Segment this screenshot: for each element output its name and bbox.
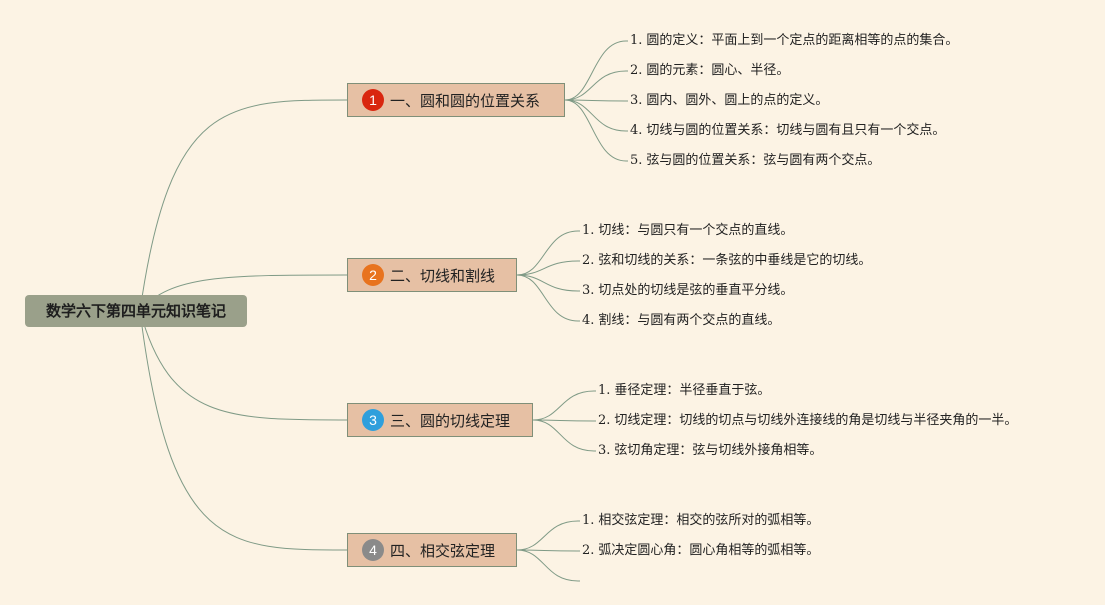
branch-topic-3[interactable]: 3 三、圆的切线定理: [347, 403, 533, 437]
root-title: 数学六下第四单元知识笔记: [45, 302, 226, 320]
leaf-text: 相交弦定理：相交的弦所对的弧相等。: [598, 513, 820, 528]
branch-title: 三、圆的切线定理: [390, 411, 511, 430]
leaf-number: 3.: [598, 443, 611, 458]
leaf-item[interactable]: 1.相交弦定理：相交的弦所对的弧相等。: [582, 511, 819, 531]
connector-line: [516, 549, 579, 552]
leaf-item[interactable]: 2.切线定理：切线的切点与切线外连接线的角是切线与半径夹角的一半。: [598, 411, 1017, 431]
connector-line: [564, 99, 627, 132]
leaf-item[interactable]: 5.弦与圆的位置关系：弦与圆有两个交点。: [630, 151, 880, 171]
leaf-text: 弦与圆的位置关系：弦与圆有两个交点。: [646, 153, 881, 168]
connector-line: [139, 99, 348, 312]
leaf-item[interactable]: 2.圆的元素：圆心、半径。: [630, 61, 789, 81]
connector-line: [516, 274, 579, 292]
leaf-number: 1.: [582, 513, 595, 528]
leaf-number: 1.: [598, 383, 611, 398]
leaf-number: 2.: [598, 413, 611, 428]
leaf-number: 3.: [630, 93, 643, 108]
leaf-item[interactable]: 4.割线：与圆有两个交点的直线。: [582, 311, 780, 331]
leaf-text: 弦和切线的关系：一条弦的中垂线是它的切线。: [598, 253, 872, 268]
connector-line: [564, 70, 627, 101]
leaf-number: 2.: [582, 543, 595, 558]
root-topic[interactable]: 数学六下第四单元知识笔记: [25, 295, 247, 327]
connector-line: [516, 260, 579, 276]
connector-line: [564, 40, 627, 101]
leaf-item[interactable]: 2.弧决定圆心角：圆心角相等的弧相等。: [582, 541, 819, 561]
connector-line: [564, 99, 627, 162]
leaf-item[interactable]: 3.圆内、圆外、圆上的点的定义。: [630, 91, 828, 111]
branch-title: 一、圆和圆的位置关系: [390, 91, 541, 110]
leaf-text: 切线与圆的位置关系：切线与圆有且只有一个交点。: [646, 123, 946, 138]
leaf-text: 圆的定义：平面上到一个定点的距离相等的点的集合。: [646, 33, 959, 48]
leaf-item[interactable]: 2.弦和切线的关系：一条弦的中垂线是它的切线。: [582, 251, 871, 271]
number-badge-icon: 3: [362, 409, 384, 431]
leaf-text: 圆内、圆外、圆上的点的定义。: [646, 93, 829, 108]
leaf-item[interactable]: 3.弦切角定理：弦与切线外接角相等。: [598, 441, 822, 461]
branch-title: 二、切线和割线: [390, 266, 496, 285]
leaf-text: 弦切角定理：弦与切线外接角相等。: [614, 443, 823, 458]
leaf-item[interactable]: 4.切线与圆的位置关系：切线与圆有且只有一个交点。: [630, 121, 945, 141]
leaf-text: 弧决定圆心角：圆心角相等的弧相等。: [598, 543, 820, 558]
leaf-item[interactable]: 1.切线：与圆只有一个交点的直线。: [582, 221, 793, 241]
branch-topic-2[interactable]: 2 二、切线和割线: [347, 258, 517, 292]
leaf-number: 1.: [630, 33, 643, 48]
connector-line: [139, 310, 348, 551]
leaf-text: 圆的元素：圆心、半径。: [646, 63, 790, 78]
leaf-text: 割线：与圆有两个交点的直线。: [598, 313, 781, 328]
leaf-number: 5.: [630, 153, 643, 168]
leaf-number: 3.: [582, 283, 595, 298]
connector-line: [532, 419, 595, 422]
number-badge-icon: 2: [362, 264, 384, 286]
connector-line: [516, 230, 579, 276]
number-badge-icon: 1: [362, 89, 384, 111]
number-badge-icon: 4: [362, 539, 384, 561]
leaf-item[interactable]: [582, 571, 586, 591]
leaf-number: 1.: [582, 223, 595, 238]
connector-line: [516, 274, 579, 322]
connector-line: [532, 419, 595, 452]
branch-topic-4[interactable]: 4 四、相交弦定理: [347, 533, 517, 567]
connector-line: [532, 390, 595, 421]
leaf-text: 切点处的切线是弦的垂直平分线。: [598, 283, 794, 298]
connector-line: [564, 99, 627, 102]
leaf-number: 4.: [630, 123, 643, 138]
connector-line: [516, 549, 579, 582]
connector-line: [139, 310, 348, 421]
connector-line: [516, 520, 579, 551]
leaf-item[interactable]: 3.切点处的切线是弦的垂直平分线。: [582, 281, 793, 301]
leaf-text: 垂径定理：半径垂直于弦。: [614, 383, 771, 398]
leaf-text: 切线：与圆只有一个交点的直线。: [598, 223, 794, 238]
leaf-item[interactable]: 1.圆的定义：平面上到一个定点的距离相等的点的集合。: [630, 31, 958, 51]
leaf-text: 切线定理：切线的切点与切线外连接线的角是切线与半径夹角的一半。: [614, 413, 1018, 428]
leaf-number: 2.: [630, 63, 643, 78]
leaf-item[interactable]: 1.垂径定理：半径垂直于弦。: [598, 381, 770, 401]
branch-title: 四、相交弦定理: [390, 541, 496, 560]
leaf-number: 4.: [582, 313, 595, 328]
branch-topic-1[interactable]: 1 一、圆和圆的位置关系: [347, 83, 565, 117]
leaf-number: 2.: [582, 253, 595, 268]
